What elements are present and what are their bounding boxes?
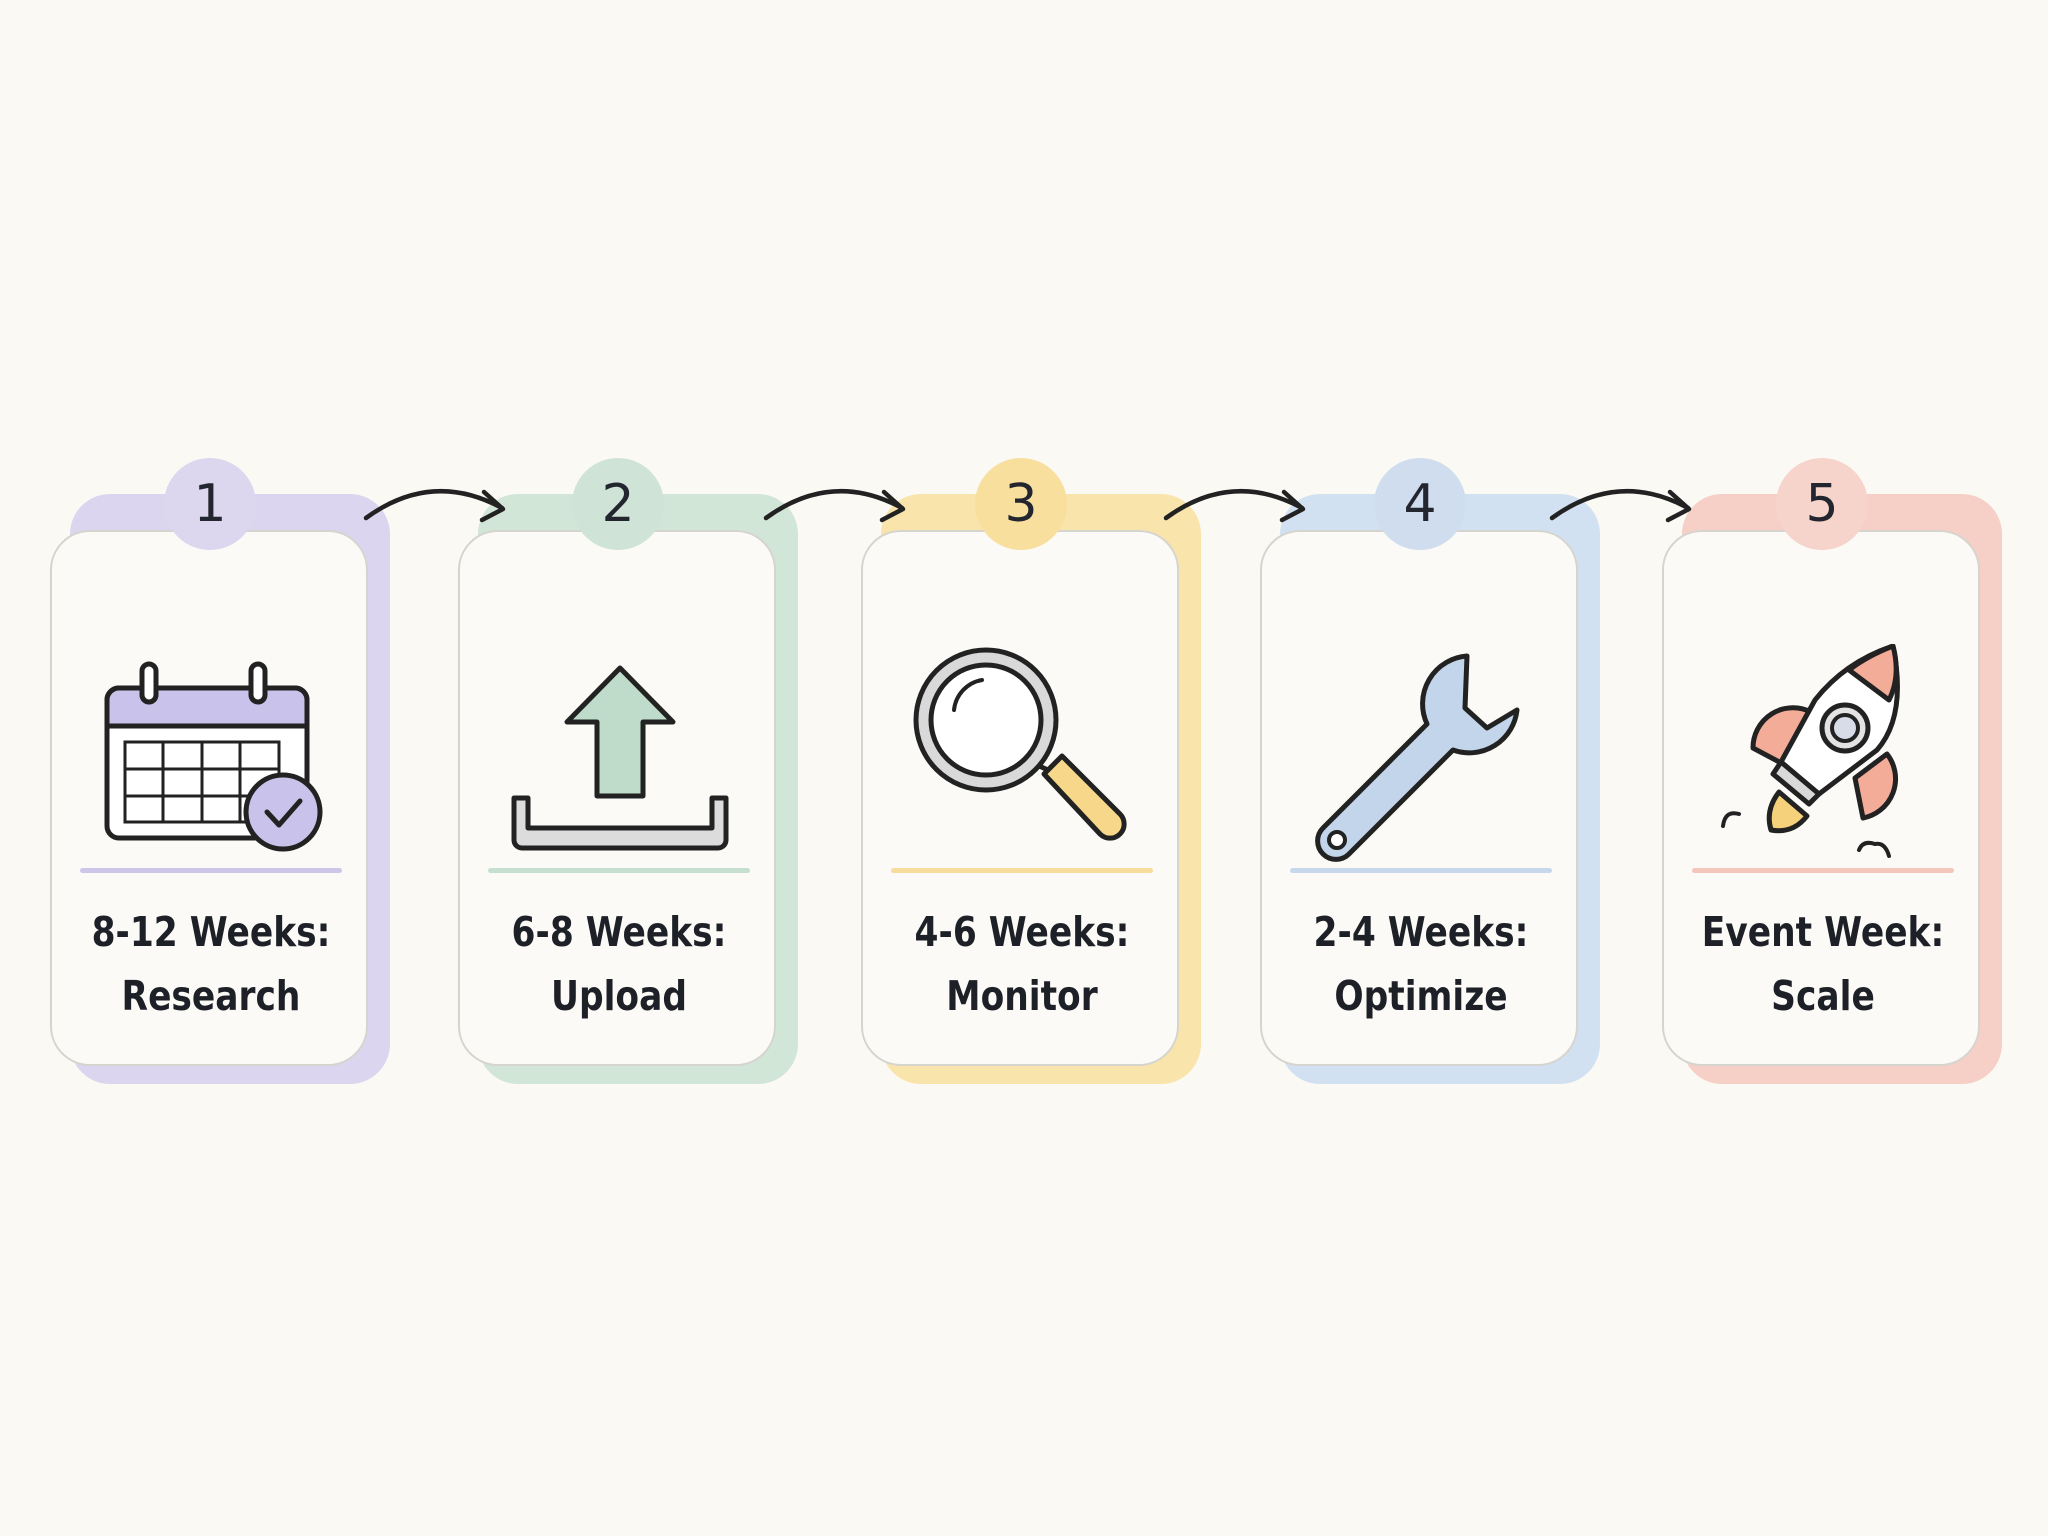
step-card-4: 2-4 Weeks: Optimize 4 bbox=[1260, 458, 1600, 1084]
card-divider bbox=[891, 868, 1153, 873]
arrow-right-icon bbox=[363, 488, 506, 523]
step-title: Research bbox=[121, 972, 301, 1020]
card: 8-12 Weeks: Research bbox=[50, 530, 368, 1066]
step-title: Scale bbox=[1771, 972, 1875, 1020]
rocket-icon bbox=[1721, 644, 1900, 858]
step-title: Upload bbox=[550, 972, 687, 1020]
step-label: 8-12 Weeks: Research bbox=[82, 900, 339, 1028]
card-divider bbox=[1290, 868, 1552, 873]
step-title: Monitor bbox=[946, 972, 1098, 1020]
arrow-right-icon bbox=[1163, 488, 1306, 523]
card: 6-8 Weeks: Upload bbox=[458, 530, 776, 1066]
calendar-check-icon bbox=[104, 661, 323, 852]
card: Event Week: Scale bbox=[1662, 530, 1980, 1066]
step-card-3: 4-6 Weeks: Monitor 3 bbox=[861, 458, 1201, 1084]
step-timeframe: 2-4 Weeks: bbox=[1313, 908, 1529, 956]
step-number-badge: 2 bbox=[572, 458, 664, 550]
arrow-right-icon bbox=[1549, 488, 1692, 523]
card-divider bbox=[80, 868, 342, 873]
step-timeframe: 4-6 Weeks: bbox=[914, 908, 1130, 956]
step-timeframe: 8-12 Weeks: bbox=[91, 908, 331, 956]
card: 4-6 Weeks: Monitor bbox=[861, 530, 1179, 1066]
arrow-right-icon bbox=[763, 488, 906, 523]
step-card-2: 6-8 Weeks: Upload 2 bbox=[458, 458, 798, 1084]
card-divider bbox=[1692, 868, 1954, 873]
step-number-badge: 3 bbox=[975, 458, 1067, 550]
step-number-badge: 5 bbox=[1776, 458, 1868, 550]
step-label: 4-6 Weeks: Monitor bbox=[893, 900, 1150, 1028]
step-number-badge: 1 bbox=[164, 458, 256, 550]
step-label: 6-8 Weeks: Upload bbox=[490, 900, 747, 1028]
step-card-1: 8-12 Weeks: Research 1 bbox=[50, 458, 390, 1084]
card: 2-4 Weeks: Optimize bbox=[1260, 530, 1578, 1066]
step-number-badge: 4 bbox=[1374, 458, 1466, 550]
upload-icon bbox=[511, 665, 729, 851]
step-label: Event Week: Scale bbox=[1694, 900, 1951, 1028]
step-card-5: Event Week: Scale 5 bbox=[1662, 458, 2002, 1084]
magnifying-glass-icon bbox=[913, 647, 1127, 841]
step-label: 2-4 Weeks: Optimize bbox=[1292, 900, 1549, 1028]
wrench-icon bbox=[1315, 653, 1520, 862]
step-timeframe: Event Week: bbox=[1701, 908, 1945, 956]
step-timeframe: 6-8 Weeks: bbox=[511, 908, 727, 956]
step-title: Optimize bbox=[1334, 972, 1508, 1020]
card-divider bbox=[488, 868, 750, 873]
